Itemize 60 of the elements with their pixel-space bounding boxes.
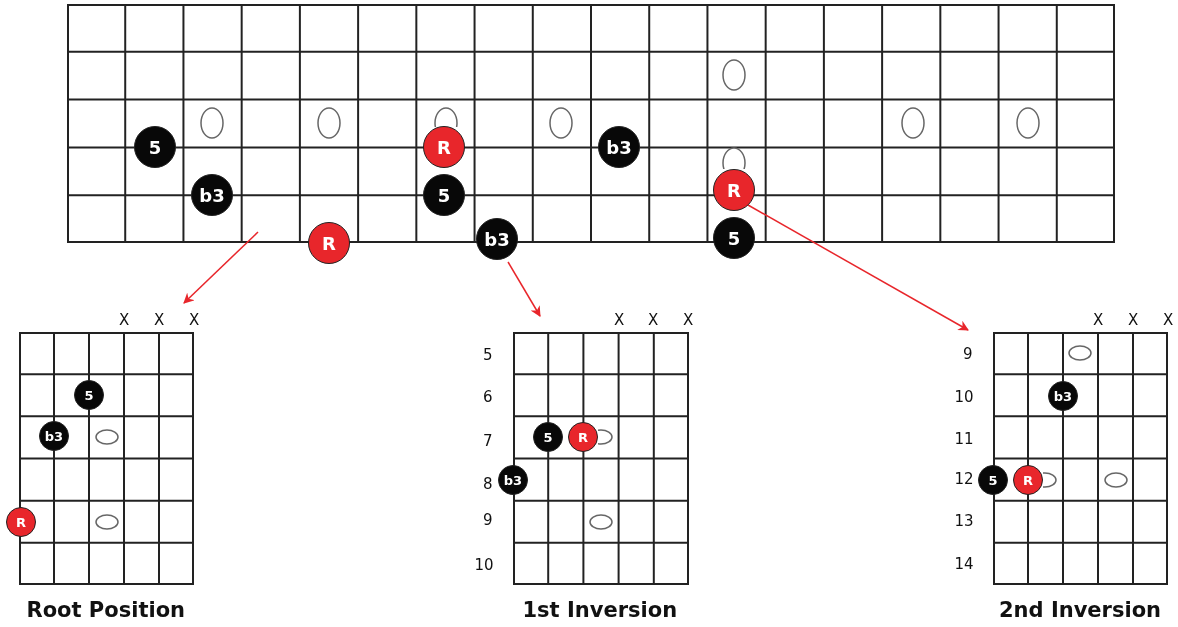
arrow (183, 231, 259, 304)
fret-number: 6 (483, 389, 493, 405)
note-dot: R (1013, 465, 1043, 495)
fret-number: 9 (483, 512, 493, 528)
note-dot: b3 (498, 465, 528, 495)
note-dot: R (423, 126, 465, 168)
note-dot: b3 (191, 174, 233, 216)
open-note-marker (722, 59, 746, 91)
chart-title: 1st Inversion (522, 599, 678, 621)
muted-string-mark: X (189, 312, 200, 328)
open-note-marker (200, 107, 224, 139)
note-dot: 5 (713, 217, 755, 259)
open-note-marker (722, 147, 746, 169)
note-dot: b3 (39, 421, 69, 451)
muted-string-mark: X (683, 312, 694, 328)
note-dot: R (308, 222, 350, 264)
note-dot: R (568, 422, 598, 452)
muted-string-mark: X (119, 312, 130, 328)
open-note-marker (549, 107, 573, 139)
open-note-marker (1068, 345, 1092, 361)
fret-number: 13 (954, 513, 974, 529)
note-dot: b3 (598, 126, 640, 168)
chart-title: Root Position (26, 599, 185, 621)
fret-number: 10 (474, 557, 494, 573)
open-note-marker (1104, 472, 1128, 488)
fret-number: 11 (954, 431, 974, 447)
note-dot: 5 (423, 174, 465, 216)
fret-number: 14 (954, 556, 974, 572)
note-dot: b3 (1048, 381, 1078, 411)
fret-number: 10 (954, 389, 974, 405)
open-note-marker (1016, 107, 1040, 139)
open-note-marker (901, 107, 925, 139)
open-note-marker (95, 514, 119, 530)
note-dot: 5 (978, 465, 1008, 495)
note-dot: 5 (134, 126, 176, 168)
note-dot: R (713, 169, 755, 211)
fret-number: 5 (483, 347, 493, 363)
note-dot: 5 (533, 422, 563, 452)
open-note-marker (589, 514, 613, 530)
fret-number: 8 (483, 476, 493, 492)
open-note-marker (95, 429, 119, 445)
muted-string-mark: X (154, 312, 165, 328)
note-dot: 5 (74, 380, 104, 410)
arrow (507, 261, 541, 317)
fret-number: 9 (963, 346, 973, 362)
muted-string-mark: X (614, 312, 625, 328)
open-note-marker (434, 107, 458, 127)
chart-title: 2nd Inversion (999, 599, 1162, 621)
muted-string-mark: X (1163, 312, 1174, 328)
muted-string-mark: X (648, 312, 659, 328)
open-note-marker (1043, 472, 1057, 488)
note-dot: R (6, 507, 36, 537)
arrow (747, 204, 969, 331)
muted-string-mark: X (1128, 312, 1139, 328)
fret-number: 12 (954, 471, 974, 487)
fret-number: 7 (483, 433, 493, 449)
muted-string-mark: X (1093, 312, 1104, 328)
open-note-marker (317, 107, 341, 139)
note-dot: b3 (476, 218, 518, 260)
open-note-marker (598, 429, 613, 445)
